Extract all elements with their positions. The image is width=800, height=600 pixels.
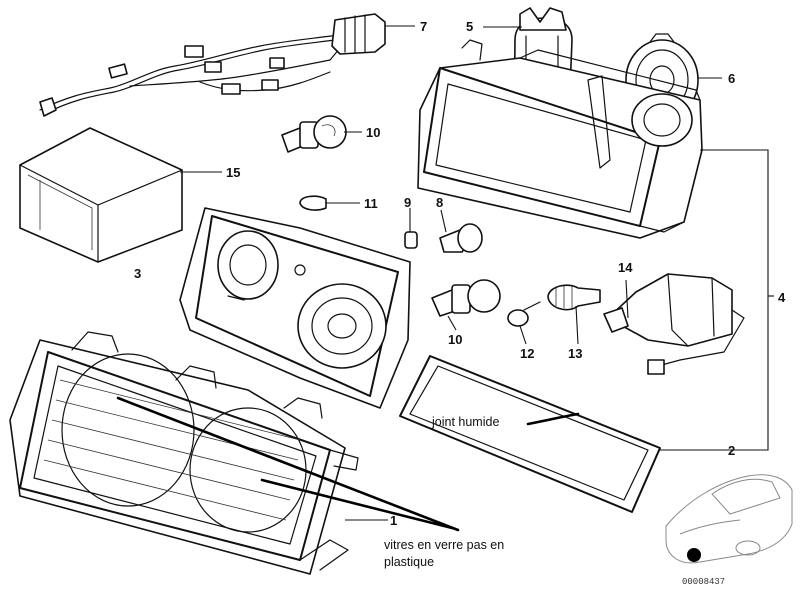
reflector <box>179 207 411 409</box>
side-bulbs <box>404 223 483 253</box>
part-label-11: 11 <box>364 196 378 211</box>
part-label-2: 2 <box>728 443 735 458</box>
marker-dot <box>687 548 701 562</box>
wiring-harness <box>39 13 386 117</box>
gasket <box>399 355 661 513</box>
headlight-lens <box>9 331 359 575</box>
part-label-13: 13 <box>568 346 582 361</box>
reference-code: 00008437 <box>682 577 725 587</box>
car-thumbnail <box>665 474 793 564</box>
part-label-10-top: 10 <box>366 125 380 140</box>
part-label-10-middle: 10 <box>448 332 462 347</box>
part-label-5: 5 <box>466 19 473 34</box>
headlight-housing <box>417 39 703 239</box>
part-label-1: 1 <box>390 513 397 528</box>
part-label-7: 7 <box>420 19 427 34</box>
part-labels: 7 5 6 10 15 11 9 8 3 14 4 10 12 13 2 1 <box>134 19 786 528</box>
bulb-small <box>299 195 327 211</box>
glass-note-line2: plastique <box>384 555 434 569</box>
part-label-8: 8 <box>436 195 443 210</box>
leader-lines <box>180 25 774 521</box>
part-label-15: 15 <box>226 165 240 180</box>
part-label-6: 6 <box>728 71 735 86</box>
bulb-middle <box>431 279 501 317</box>
part-label-3: 3 <box>134 266 141 281</box>
seal-note: joint humide <box>431 415 499 429</box>
part-label-14: 14 <box>618 260 633 275</box>
screw <box>507 301 541 327</box>
part-label-4: 4 <box>778 290 786 305</box>
bulb-top <box>281 115 347 153</box>
part-label-9: 9 <box>404 195 411 210</box>
adjuster <box>547 284 601 311</box>
glass-note-line1: vitres en verre pas en <box>384 538 504 552</box>
actuator <box>603 273 745 375</box>
annotation-lines <box>116 396 580 532</box>
parts-box <box>19 127 183 263</box>
part-label-12: 12 <box>520 346 534 361</box>
